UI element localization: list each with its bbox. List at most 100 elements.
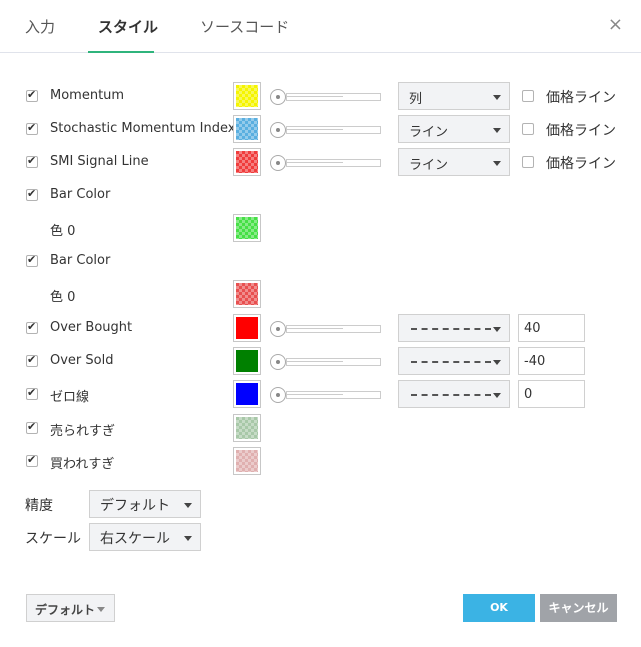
slider-track [286, 358, 381, 366]
plot-label: Over Sold [50, 353, 114, 368]
slider-knob[interactable] [270, 321, 286, 337]
visibility-checkbox[interactable] [26, 420, 38, 434]
slider-track [286, 126, 381, 134]
color-swatch[interactable] [233, 115, 261, 143]
line-style-select[interactable] [398, 314, 510, 342]
swatch-fill [236, 151, 258, 173]
color-swatch[interactable] [233, 280, 261, 308]
plot-style-select[interactable]: ライン [398, 115, 510, 143]
color-swatch[interactable] [233, 447, 261, 475]
plot-label: Stochastic Momentum Index [50, 121, 236, 136]
scale-select[interactable]: 右スケール [89, 523, 201, 551]
precision-select[interactable]: デフォルト [89, 490, 201, 518]
plot-row-smi: Stochastic Momentum Index ライン 価格ライン [0, 115, 641, 143]
price-line-label: 価格ライン [546, 123, 616, 139]
bar-color-row-2: 色 0 [0, 280, 641, 308]
close-icon[interactable]: × [607, 14, 623, 35]
scale-label: スケール [25, 531, 81, 547]
visibility-checkbox[interactable] [26, 187, 38, 201]
color-swatch[interactable] [233, 414, 261, 442]
opacity-slider[interactable] [270, 387, 381, 403]
plot-label: 売られすぎ [50, 424, 116, 439]
color-swatch[interactable] [233, 314, 261, 342]
price-line-label: 価格ライン [546, 156, 616, 172]
chevron-down-icon [493, 327, 501, 332]
slider-knob[interactable] [270, 354, 286, 370]
swatch-fill [236, 450, 258, 472]
color-swatch[interactable] [233, 380, 261, 408]
chevron-down-icon [493, 393, 501, 398]
chevron-down-icon [493, 128, 501, 133]
slider-knob[interactable] [270, 387, 286, 403]
level-row-over-bought: Over Bought 40 [0, 314, 641, 342]
line-style-select[interactable] [398, 380, 510, 408]
chevron-down-icon [97, 607, 105, 612]
level-row-over-sold: Over Sold -40 [0, 347, 641, 375]
color-swatch[interactable] [233, 214, 261, 242]
plot-row-bar-color-1: Bar Color [0, 181, 641, 209]
slider-knob[interactable] [270, 155, 286, 171]
visibility-checkbox[interactable] [26, 453, 38, 467]
plot-row-momentum: Momentum 列 価格ライン [0, 82, 641, 110]
defaults-button[interactable]: デフォルト [26, 594, 115, 622]
visibility-checkbox[interactable] [26, 253, 38, 267]
plot-label: Bar Color [50, 187, 111, 202]
tab-source-code[interactable]: ソースコード [200, 18, 290, 36]
plot-label: ゼロ線 [50, 390, 90, 405]
swatch-fill [236, 417, 258, 439]
visibility-checkbox[interactable] [26, 353, 38, 367]
tab-inputs[interactable]: 入力 [25, 18, 56, 36]
tab-style[interactable]: スタイル [98, 18, 159, 36]
slider-track [286, 159, 381, 167]
plot-style-select[interactable]: 列 [398, 82, 510, 110]
precision-value: デフォルト [100, 498, 170, 514]
background-row-oversold: 売られすぎ [0, 414, 641, 442]
visibility-checkbox[interactable] [26, 88, 38, 102]
swatch-fill [236, 217, 258, 239]
level-value-input[interactable]: 40 [518, 314, 585, 342]
level-value-input[interactable]: 0 [518, 380, 585, 408]
chevron-down-icon [493, 161, 501, 166]
visibility-checkbox[interactable] [26, 154, 38, 168]
price-line-checkbox[interactable] [522, 123, 534, 135]
price-line-checkbox[interactable] [522, 156, 534, 168]
color-swatch[interactable] [233, 148, 261, 176]
level-value-input[interactable]: -40 [518, 347, 585, 375]
price-line-checkbox[interactable] [522, 90, 534, 102]
plot-row-smi-signal: SMI Signal Line ライン 価格ライン [0, 148, 641, 176]
slider-knob[interactable] [270, 89, 286, 105]
cancel-button[interactable]: キャンセル [540, 594, 617, 622]
swatch-fill [236, 118, 258, 140]
visibility-checkbox[interactable] [26, 386, 38, 400]
swatch-fill [236, 383, 258, 405]
plot-row-bar-color-2: Bar Color [0, 247, 641, 275]
opacity-slider[interactable] [270, 122, 381, 138]
opacity-slider[interactable] [270, 321, 381, 337]
line-style-select[interactable] [398, 347, 510, 375]
plot-style-value: ライン [409, 158, 449, 173]
opacity-slider[interactable] [270, 155, 381, 171]
price-line-label: 価格ライン [546, 90, 616, 106]
dashed-line-icon [411, 328, 491, 330]
slider-knob[interactable] [270, 122, 286, 138]
plot-label: Momentum [50, 88, 125, 103]
opacity-slider[interactable] [270, 89, 381, 105]
slider-track [286, 325, 381, 333]
color-swatch[interactable] [233, 82, 261, 110]
color-swatch[interactable] [233, 347, 261, 375]
tab-bar: 入力 スタイル ソースコード × [0, 0, 641, 53]
chevron-down-icon [184, 503, 192, 508]
visibility-checkbox[interactable] [26, 320, 38, 334]
dashed-line-icon [411, 361, 491, 363]
swatch-fill [236, 317, 258, 339]
visibility-checkbox[interactable] [26, 121, 38, 135]
ok-button[interactable]: OK [463, 594, 535, 622]
plot-style-select[interactable]: ライン [398, 148, 510, 176]
opacity-slider[interactable] [270, 354, 381, 370]
active-tab-indicator [88, 51, 154, 53]
plot-style-value: ライン [409, 125, 449, 140]
slider-track [286, 391, 381, 399]
swatch-fill [236, 283, 258, 305]
level-row-zero-line: ゼロ線 0 [0, 380, 641, 408]
